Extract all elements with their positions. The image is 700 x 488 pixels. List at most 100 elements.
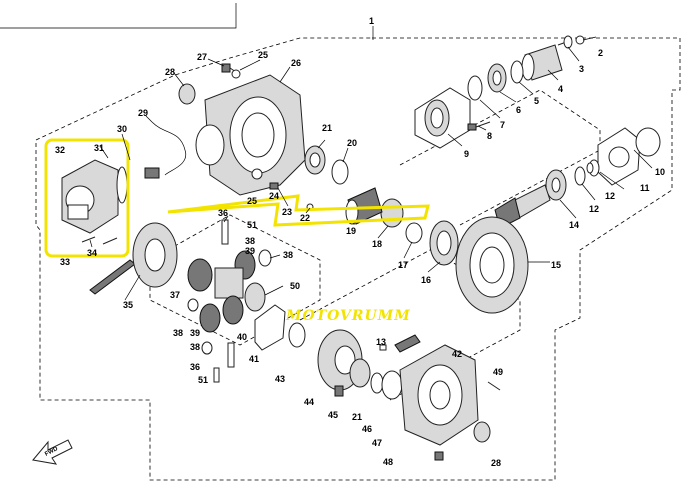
label-25-upper: 25 xyxy=(258,50,268,60)
label-38-b: 38 xyxy=(283,250,293,260)
label-19: 19 xyxy=(346,226,356,236)
washer-38-c xyxy=(201,341,213,355)
label-40: 40 xyxy=(237,332,247,342)
label-24: 24 xyxy=(269,191,279,201)
bolt-45 xyxy=(334,385,344,397)
label-25-lower: 25 xyxy=(247,196,257,206)
label-18: 18 xyxy=(372,239,382,249)
seal-5 xyxy=(510,60,524,84)
seal-7 xyxy=(467,75,483,101)
label-39-lower: 39 xyxy=(190,328,200,338)
label-16: 16 xyxy=(421,275,431,285)
highlight-arrow xyxy=(167,194,430,227)
label-13: 13 xyxy=(376,337,386,347)
pin-36-lower xyxy=(227,342,235,368)
label-26: 26 xyxy=(291,58,301,68)
label-38-d: 38 xyxy=(190,342,200,352)
washer-38-a xyxy=(258,249,272,267)
washer-3 xyxy=(563,35,573,49)
label-39-upper: 39 xyxy=(245,246,255,256)
bolt-8-upper xyxy=(467,121,491,131)
label-8-upper: 8 xyxy=(487,131,492,141)
label-29: 29 xyxy=(138,108,148,118)
label-15: 15 xyxy=(551,260,561,270)
label-49: 49 xyxy=(493,367,503,377)
pinion-housing-9 xyxy=(414,87,471,149)
differential-subgroup-boundary xyxy=(149,214,321,346)
label-51-lower: 51 xyxy=(198,375,208,385)
label-33: 33 xyxy=(60,257,70,267)
label-35: 35 xyxy=(123,300,133,310)
label-9: 9 xyxy=(464,149,469,159)
clip-13 xyxy=(586,162,594,174)
leader-lines xyxy=(89,36,653,301)
label-5: 5 xyxy=(534,96,539,106)
o-ring-47 xyxy=(381,370,403,400)
shim-12-upper xyxy=(574,166,586,186)
label-27: 27 xyxy=(197,52,207,62)
gasket-41 xyxy=(254,304,286,351)
label-38-c: 38 xyxy=(173,328,183,338)
cover-48 xyxy=(399,344,479,446)
label-46: 46 xyxy=(362,424,372,434)
fwd-arrow: FWD xyxy=(32,439,73,465)
label-4: 4 xyxy=(558,84,563,94)
bracket-42 xyxy=(394,334,421,353)
label-21-lower: 21 xyxy=(352,412,362,422)
label-45: 45 xyxy=(328,410,338,420)
washer-38-b xyxy=(187,298,199,312)
label-30: 30 xyxy=(117,124,127,134)
pin-51 xyxy=(213,367,220,383)
o-ring-31 xyxy=(116,166,128,204)
cover-subgroup-boundary xyxy=(299,249,521,401)
label-50: 50 xyxy=(290,281,300,291)
gear-37 xyxy=(187,258,213,292)
label-28-lower: 28 xyxy=(491,458,501,468)
label-12-lower: 12 xyxy=(589,204,599,214)
label-2: 2 xyxy=(598,48,603,58)
bolt-8-lower xyxy=(434,451,444,461)
label-7: 7 xyxy=(500,120,505,130)
label-32: 32 xyxy=(55,145,65,155)
bearing-21-lower xyxy=(349,358,371,388)
sleeve-19 xyxy=(345,187,383,225)
screw-33 xyxy=(81,236,96,243)
seal-46 xyxy=(370,372,384,394)
actuator-highlight-box xyxy=(44,138,130,258)
label-1: 1 xyxy=(369,16,374,26)
bolt-24 xyxy=(269,182,279,190)
label-48: 48 xyxy=(383,457,393,467)
watermark: MOTOVRUMM xyxy=(285,308,411,324)
gear-39-lower xyxy=(199,303,221,333)
label-41: 41 xyxy=(249,354,259,364)
label-17: 17 xyxy=(398,260,408,270)
seal-28-upper xyxy=(178,83,196,105)
gear-40 xyxy=(222,295,244,325)
label-31: 31 xyxy=(94,143,104,153)
connector-30 xyxy=(144,167,160,179)
o-ring-43 xyxy=(288,322,306,348)
label-38-a: 38 xyxy=(245,236,255,246)
label-10: 10 xyxy=(655,167,665,177)
label-47: 47 xyxy=(372,438,382,448)
label-44: 44 xyxy=(304,397,314,407)
o-ring-11 xyxy=(635,127,661,157)
main-housing-26 xyxy=(195,74,306,196)
o-ring-17 xyxy=(405,222,423,244)
actuator-32 xyxy=(61,159,119,234)
hub-35 xyxy=(132,222,178,288)
part-number-labels: 1 2 3 4 5 6 7 8 9 10 11 12 12 13 14 15 1… xyxy=(55,16,665,468)
washer-25-lower xyxy=(251,168,263,180)
label-43: 43 xyxy=(275,374,285,384)
label-12-upper: 12 xyxy=(605,191,615,201)
cross-shaft xyxy=(214,267,244,299)
plate-50 xyxy=(244,282,266,312)
spring-34 xyxy=(89,259,136,295)
label-28-upper: 28 xyxy=(165,67,175,77)
snap-ring-20 xyxy=(331,159,349,185)
label-11: 11 xyxy=(640,183,650,193)
label-36-upper: 36 xyxy=(218,208,228,218)
ring-gear-15 xyxy=(455,216,529,314)
label-51-upper: 51 xyxy=(247,220,257,230)
